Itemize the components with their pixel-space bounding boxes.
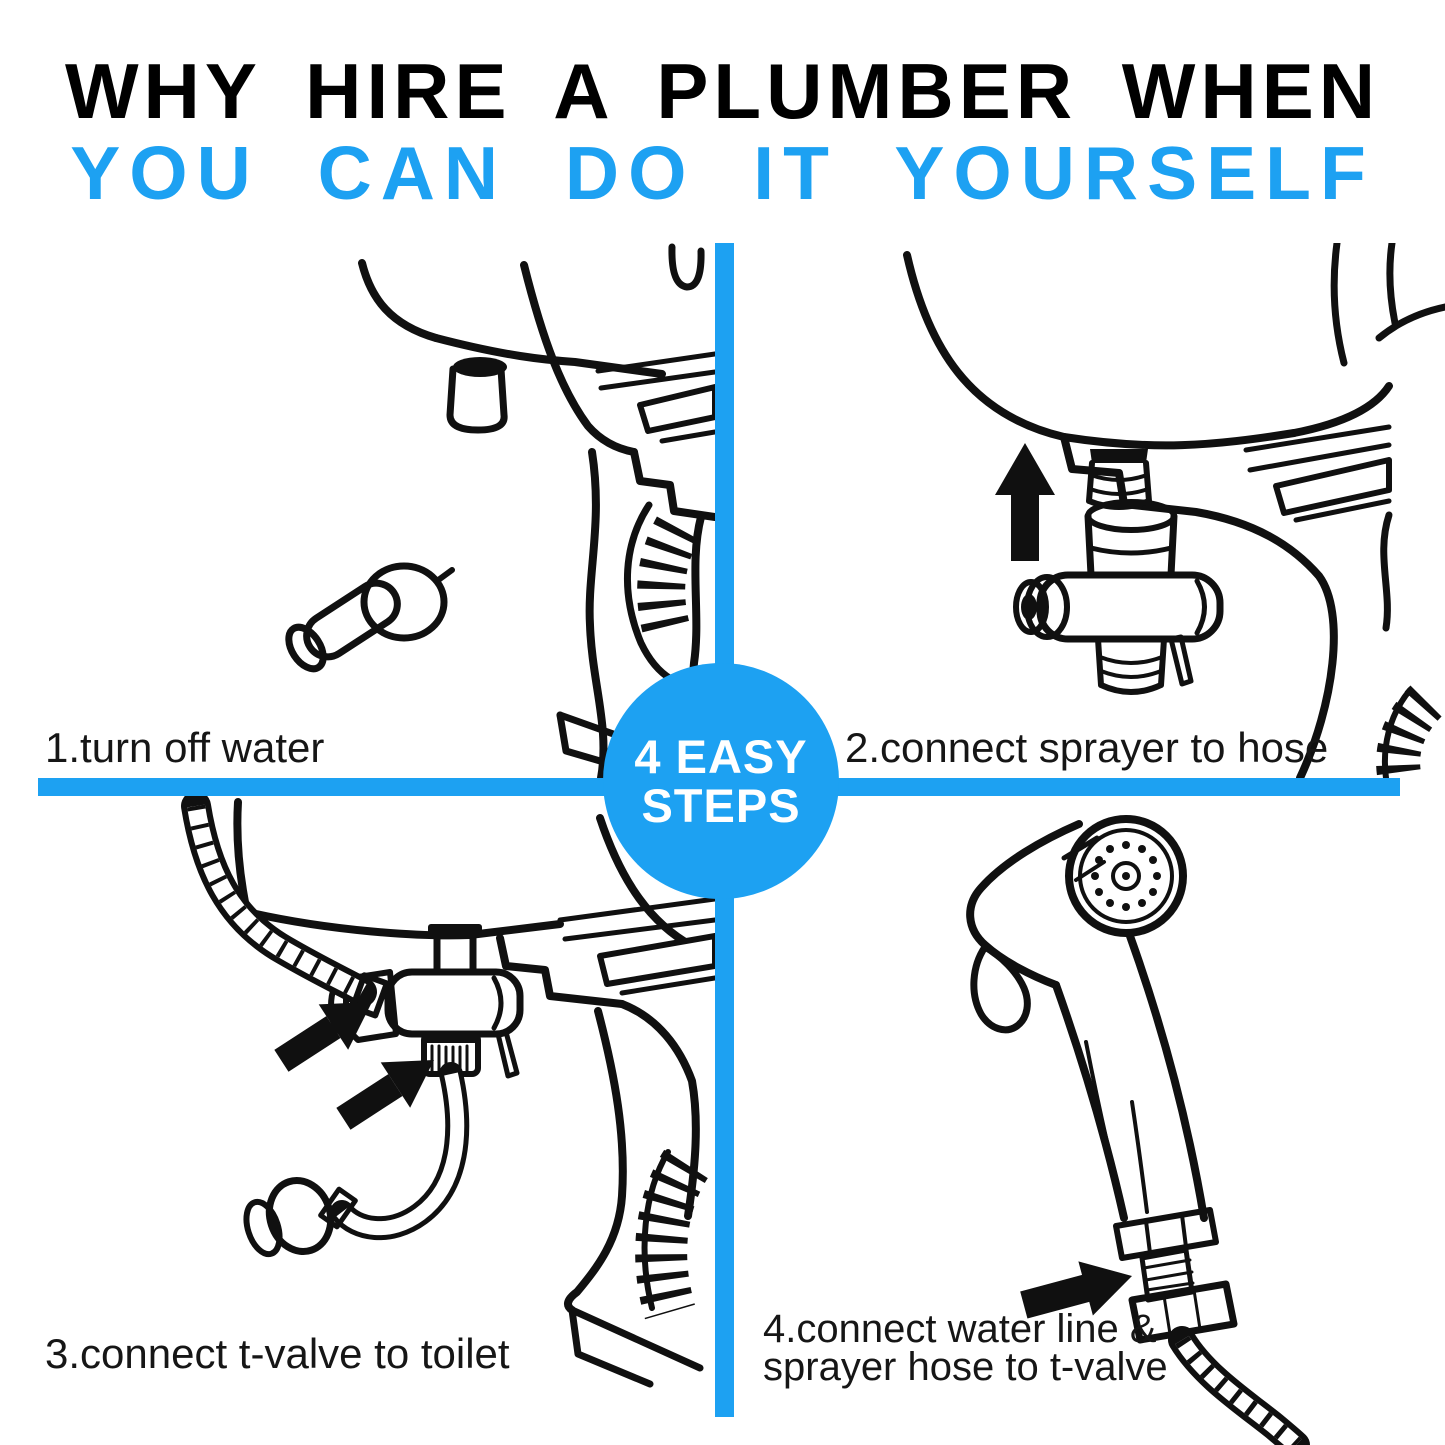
up-arrow-icon [995,443,1055,561]
illustration-step3-connect-t-valve [181,796,715,1388]
badge-line1: 4 EASY [634,730,808,783]
four-easy-steps-badge: 4 EASY STEPS [603,663,839,899]
sprayer-icon [966,815,1238,1344]
shutoff-valve-icon [265,1177,335,1255]
illustration-step1-turn-off-water [285,243,715,778]
toilet-tank-outline [903,243,1445,778]
headline-line1: WHY HIRE A PLUMBER WHEN [64,47,1381,135]
toilet-outline [233,798,715,1388]
badge-line2: STEPS [641,779,801,832]
step4-label: 4.connect water line & sprayer hose to t… [763,1307,1168,1389]
sprayer-trigger [970,943,1031,1034]
tank-inlet-threads [1086,449,1152,510]
tank-inlet-nipple [446,357,508,434]
step1-label: 1.turn off water [45,724,325,771]
t-valve-icon [1013,499,1224,695]
illustration-step2-connect-sprayer-to-hose [903,243,1445,778]
shutoff-valve-icon [285,562,455,673]
pointer-arrow-icon [336,1060,434,1130]
water-supply-line [243,1062,470,1258]
step4-label-line2: sprayer hose to t-valve [763,1345,1168,1389]
sprayer-hose-ribbed [1168,1326,1310,1445]
pointer-arrow-icon [1020,1261,1132,1319]
illustration-step4-sprayer [966,815,1310,1445]
headline-line2: YOU CAN DO IT YOURSELF [70,131,1375,215]
step3-label: 3.connect t-valve to toilet [45,1330,510,1377]
nozzle-holes [1091,841,1161,911]
step4-label-line1: 4.connect water line & [763,1307,1157,1351]
pointer-arrow-icon [274,1002,372,1072]
sprayer-hose-ribbed [181,796,390,1019]
step2-label: 2.connect sprayer to hose [845,724,1329,771]
